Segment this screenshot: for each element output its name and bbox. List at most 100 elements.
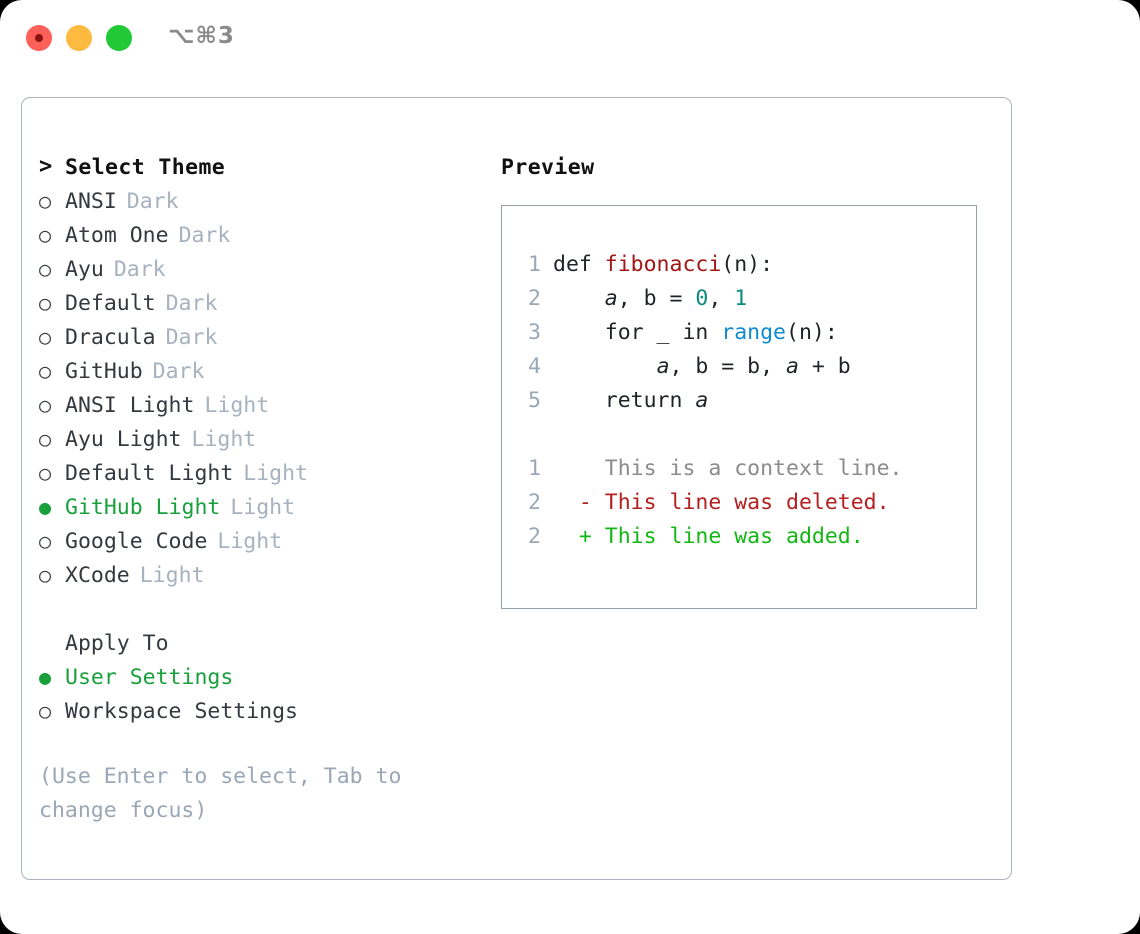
diff-line: 2 + This line was added. (515, 520, 903, 554)
code-token: a (656, 354, 670, 379)
theme-option-xcode[interactable]: ○ XCode Light (39, 558, 489, 592)
code-line: 1 def fibonacci(n): (515, 248, 903, 282)
theme-variant-tag: Light (243, 460, 309, 486)
theme-variant-tag: Light (191, 426, 257, 452)
theme-option-label: ANSI Light (65, 392, 195, 418)
minimize-button-icon[interactable] (66, 25, 92, 51)
theme-variant-tag: Light (204, 392, 270, 418)
code-token: (n): (786, 320, 838, 345)
code-line-text: def fibonacci(n): (553, 248, 773, 282)
theme-option-ansi-light[interactable]: ○ ANSI Light Light (39, 388, 489, 422)
code-token: a (604, 286, 618, 311)
diff-line-text: + This line was added. (553, 524, 864, 549)
radio-unselected-icon: ○ (39, 359, 52, 383)
theme-option-google-code[interactable]: ○ Google Code Light (39, 524, 489, 558)
theme-option-ayu[interactable]: ○ Ayu Dark (39, 252, 489, 286)
theme-option-github[interactable]: ○ GitHub Dark (39, 354, 489, 388)
radio-unselected-icon: ○ (39, 563, 52, 587)
line-number: 4 (528, 354, 541, 379)
radio-unselected-icon: ○ (39, 223, 52, 247)
radio-unselected-icon: ○ (39, 189, 52, 213)
theme-option-ansi[interactable]: ○ ANSI Dark (39, 184, 489, 218)
close-button-icon[interactable] (26, 25, 52, 51)
theme-option-label: ANSI (65, 188, 117, 214)
radio-unselected-icon: ○ (39, 325, 52, 349)
code-diff-gap (515, 418, 903, 452)
code-token: fibonacci (604, 252, 722, 277)
radio-unselected-icon: ○ (39, 257, 52, 281)
theme-option-label: Default Light (65, 460, 234, 486)
radio-unselected-icon: ○ (39, 529, 52, 553)
code-token: 0 (695, 286, 709, 311)
preview-title: Preview (501, 154, 595, 180)
theme-variant-tag: Dark (113, 256, 166, 282)
code-token (553, 286, 605, 311)
diff-line-text: - This line was deleted. (553, 490, 890, 515)
code-line: 5 return a (515, 384, 903, 418)
diff-lines: 1 This is a context line.2 - This line w… (515, 452, 903, 554)
code-token: , b = b, (669, 354, 787, 379)
code-token: a (786, 354, 799, 379)
window-controls (26, 25, 132, 51)
code-token: + b (798, 354, 851, 379)
keyboard-shortcut-label: ⌥⌘3 (168, 23, 235, 49)
apply-to-options: ●User Settings ○ Workspace Settings (39, 660, 489, 728)
code-line: 3 for _ in range(n): (515, 316, 903, 350)
maximize-button-icon[interactable] (106, 25, 132, 51)
theme-option-label: Ayu (65, 256, 104, 282)
diff-line: 1 This is a context line. (515, 452, 903, 486)
theme-variant-tag: Dark (152, 358, 205, 384)
diff-line-text: This is a context line. (553, 456, 903, 481)
apply-to-option-workspace-settings[interactable]: ○ Workspace Settings (39, 694, 489, 728)
radio-unselected-icon: ○ (39, 393, 52, 417)
theme-variant-tag: Light (139, 562, 205, 588)
code-line-text: a, b = b, a + b (553, 350, 851, 384)
code-token: , (708, 286, 735, 311)
apply-to-option-label: Workspace Settings (65, 698, 298, 724)
theme-option-label: Default (65, 290, 156, 316)
line-number: 1 (528, 252, 541, 277)
radio-unselected-icon: ○ (39, 291, 52, 315)
apply-to-option-label: User Settings (65, 664, 234, 690)
theme-option-atom-one[interactable]: ○ Atom One Dark (39, 218, 489, 252)
title-bar: ⌥⌘3 (0, 0, 1140, 76)
diff-line: 2 - This line was deleted. (515, 486, 903, 520)
code-line-text: for _ in range(n): (553, 316, 838, 350)
theme-option-label: Atom One (65, 222, 169, 248)
line-number: 3 (528, 320, 541, 345)
code-token: range (721, 320, 787, 345)
theme-variant-tag: Light (217, 528, 283, 554)
line-number: 2 (528, 524, 541, 549)
code-token: for _ in (553, 320, 722, 345)
theme-option-label: Google Code (65, 528, 208, 554)
radio-unselected-icon: ○ (39, 699, 52, 723)
code-token: b (643, 286, 657, 311)
radio-selected-icon: ● (39, 495, 52, 519)
line-number: 5 (528, 388, 541, 413)
radio-unselected-icon: ○ (39, 427, 52, 451)
code-line-text: a, b = 0, 1 (553, 282, 747, 316)
theme-option-label: GitHub (65, 358, 143, 384)
theme-variant-tag: Light (230, 494, 296, 520)
code-token: return (553, 388, 696, 413)
code-token (553, 354, 657, 379)
line-number: 2 (528, 490, 541, 515)
select-theme-title: Select Theme (65, 154, 226, 180)
theme-option-label: XCode (65, 562, 130, 588)
theme-variant-tag: Dark (178, 222, 231, 248)
select-theme-header: > Select Theme (39, 150, 489, 184)
line-number: 1 (528, 456, 541, 481)
apply-to-title: Apply To (65, 630, 169, 656)
apply-to-option-user-settings[interactable]: ●User Settings (39, 660, 489, 694)
theme-variant-tag: Dark (126, 188, 179, 214)
